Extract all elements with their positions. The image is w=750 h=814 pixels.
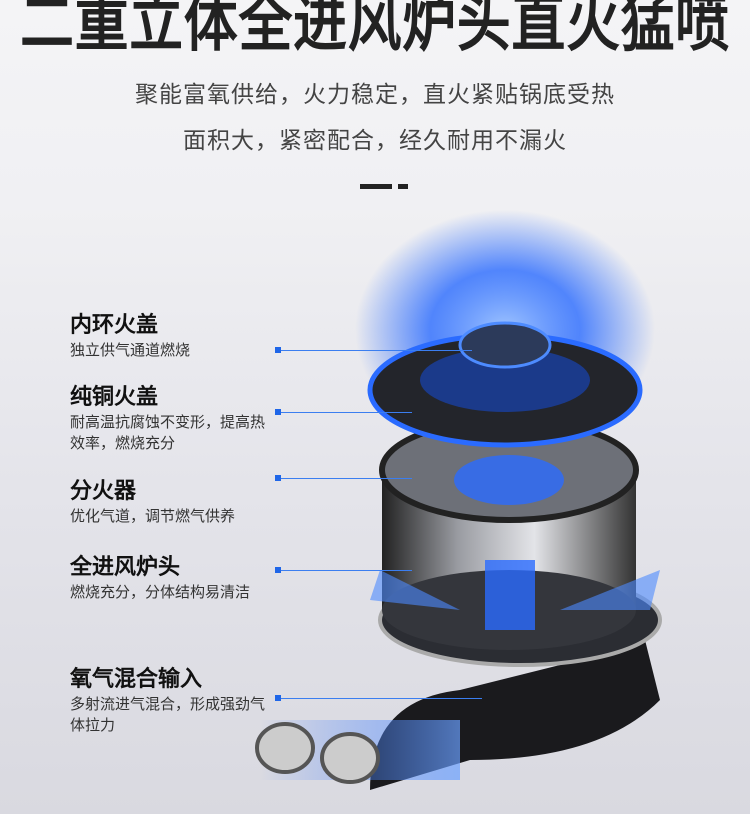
burner-illustration	[255, 210, 662, 790]
connector-line	[275, 475, 412, 481]
feature-desc: 燃烧充分，分体结构易清洁	[70, 583, 251, 601]
divider-bar	[360, 184, 392, 189]
inner-ring-cap	[458, 321, 552, 369]
headline: 二重立体全进风炉头直火猛喷	[20, 0, 730, 61]
feature-title: 内环火盖	[70, 313, 159, 338]
subtitle-line-1: 聚能富氧供给，火力稳定，直火紧贴锅底受热	[135, 82, 615, 108]
connector-dot	[275, 347, 281, 353]
feature-oxygen-mix: 氧气混合输入多射流进气混合，形成强劲气体拉力	[70, 666, 276, 736]
feature-copper-cap: 纯铜火盖耐高温抗腐蚀不变形，提高热效率，燃烧充分	[70, 384, 276, 454]
feature-title: 纯铜火盖	[70, 385, 159, 410]
connector-line	[275, 347, 472, 353]
divider-dot	[398, 184, 408, 189]
feature-distributor: 分火器优化气道，调节燃气供养	[70, 478, 276, 527]
feature-title: 分火器	[70, 479, 137, 504]
feature-full-air-burner: 全进风炉头燃烧充分，分体结构易清洁	[70, 554, 276, 603]
feature-desc: 耐高温抗腐蚀不变形，提高热效率，燃烧充分	[70, 413, 266, 452]
feature-title: 氧气混合输入	[70, 667, 203, 692]
connector-line	[275, 695, 482, 701]
feature-desc: 独立供气通道燃烧	[70, 341, 191, 359]
subtitle-line-2: 面积大，紧密配合，经久耐用不漏火	[183, 128, 567, 154]
feature-desc: 多射流进气混合，形成强劲气体拉力	[70, 695, 266, 734]
feature-title: 全进风炉头	[70, 555, 181, 580]
connector-dot	[275, 567, 281, 573]
feature-inner-ring-cap: 内环火盖独立供气通道燃烧	[70, 312, 276, 361]
feature-desc: 优化气道，调节燃气供养	[70, 507, 236, 525]
connector-line	[275, 567, 412, 573]
connector-dot	[275, 695, 281, 701]
connector-dot	[275, 409, 281, 415]
connector-line	[275, 409, 412, 415]
connector-dot	[275, 475, 281, 481]
